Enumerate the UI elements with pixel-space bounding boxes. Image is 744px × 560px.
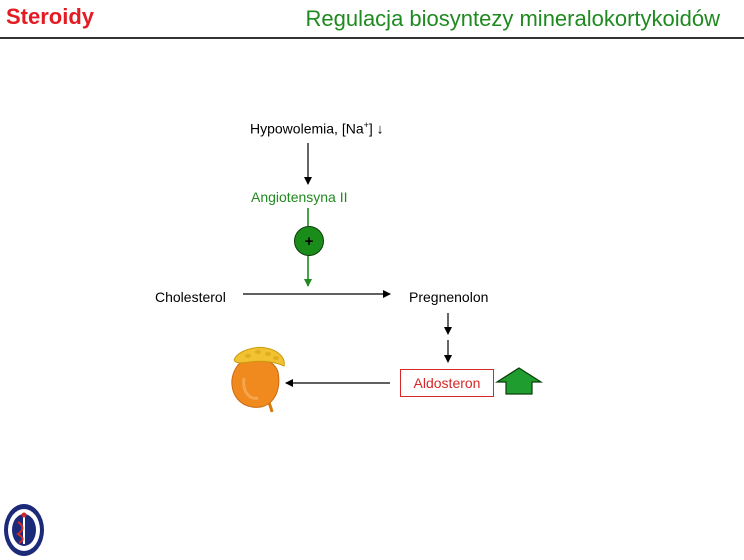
- product-label: Aldosteron: [413, 375, 481, 391]
- adrenal-gland-icon: [231, 347, 285, 413]
- product-box: Aldosteron: [400, 369, 494, 397]
- up-arrow-icon: [494, 367, 544, 395]
- activator-label: Angiotensyna II: [251, 189, 348, 205]
- stimulus-label: Hypowolemia, [Na+] ↓: [250, 120, 384, 137]
- intermediate-label: Pregnenolon: [409, 289, 489, 305]
- university-seal-icon: [4, 504, 44, 556]
- slide-title: Regulacja biosyntezy mineralokortykoidów: [305, 6, 720, 31]
- section-title: Steroidy: [6, 4, 95, 29]
- activation-plus-icon: +: [294, 226, 324, 256]
- substrate-label: Cholesterol: [155, 289, 226, 305]
- title-divider: [0, 37, 744, 39]
- stimulus-prefix: Hypowolemia, [Na: [250, 120, 364, 137]
- stimulus-sup: +: [363, 120, 369, 130]
- stimulus-suffix: ] ↓: [368, 120, 384, 137]
